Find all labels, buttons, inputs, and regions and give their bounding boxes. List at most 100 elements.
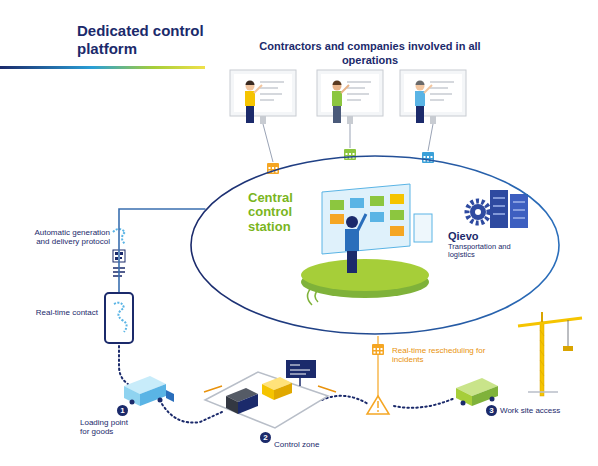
truck-part [490, 397, 495, 402]
contractor-monitor-part [230, 70, 296, 116]
callout-number: 2 [260, 432, 271, 443]
contractor-monitor-part [246, 82, 255, 91]
truck-part [456, 388, 472, 406]
contractor-monitor-part [321, 74, 379, 112]
reschedule-link-part [372, 344, 384, 355]
route-line-part [322, 396, 368, 404]
contractor-monitor-part [430, 82, 454, 100]
contractor-monitor [400, 70, 466, 124]
control-zone-part [262, 384, 274, 400]
stop-label: Work site access [500, 406, 560, 415]
contractor-monitor-part [415, 91, 425, 106]
contractor-monitor-part [317, 70, 383, 116]
control-desk-part [318, 255, 412, 262]
control-zone-part [226, 396, 238, 414]
control-desk-part [357, 214, 366, 232]
reschedule-link-part [377, 410, 379, 412]
crane [518, 312, 582, 396]
control-desk-part [390, 194, 404, 204]
route-line-part [119, 346, 128, 384]
truck-part [124, 386, 140, 406]
reschedule-link-part [377, 401, 379, 408]
connector-line [119, 209, 205, 292]
control-desk-part [308, 287, 319, 305]
control-desk-part [322, 184, 410, 254]
server-icon [467, 190, 528, 228]
truck-part [461, 401, 466, 406]
stop-label: Control zone [274, 440, 320, 449]
protocol-icon-part [120, 257, 122, 259]
reschedule-link [367, 336, 389, 414]
control-zone-part [205, 372, 328, 428]
monitor-link-part [263, 124, 273, 162]
node-heading: Qievo [448, 230, 534, 243]
server-icon-part [467, 201, 489, 223]
contractor-monitor-part [246, 106, 254, 123]
phone-screen [114, 303, 127, 332]
contractor-monitor-part [333, 106, 341, 123]
calendar-icon-part [422, 152, 434, 163]
section-heading: Contractors and companies involved in al… [250, 40, 490, 68]
system-group: QievoTransportation and logistics [448, 230, 534, 264]
crane-part [528, 391, 558, 393]
protocol-label: Automatic generation and delivery protoc… [26, 228, 110, 246]
server-icon-part [470, 204, 486, 220]
contractor-monitor [230, 70, 296, 124]
contractor-monitor-part [341, 85, 349, 93]
truck-part [158, 398, 163, 403]
stop-label: Loading point for goods [80, 418, 130, 436]
truck-part [130, 400, 135, 405]
contractor-monitor-part [254, 85, 262, 93]
phone-device: Real-time contact [104, 292, 134, 344]
ellipse-outline [191, 156, 559, 334]
contractor-monitor-part [260, 82, 284, 100]
contractor-monitor-part [234, 74, 292, 112]
page-title: Dedicated control platform [77, 22, 227, 58]
contractor-monitor-part [416, 106, 424, 123]
control-zone-part [299, 378, 301, 386]
callout-number: 3 [486, 405, 497, 416]
server-icon-part [493, 198, 525, 218]
phone-outline [104, 292, 134, 344]
route-line-part [162, 404, 222, 423]
crane-part [568, 320, 569, 346]
contractor-monitor-part [347, 82, 371, 100]
control-zone-part [204, 386, 336, 392]
contractor-monitor-part [333, 82, 342, 91]
contractor-monitor-part [246, 81, 255, 86]
contractor-monitor-part [400, 70, 466, 116]
node-heading: Central control station [248, 191, 330, 234]
truck [456, 378, 498, 406]
control-desk-part [330, 214, 344, 224]
control-desk-part [370, 212, 384, 222]
control-desk-part [301, 259, 429, 291]
control-desk-part [370, 196, 384, 206]
contractor-monitor-part [404, 74, 462, 112]
control-desk-part [345, 229, 359, 251]
contractor-monitor-part [260, 116, 266, 124]
truck-part [472, 386, 498, 406]
server-icon-part [510, 194, 528, 228]
monitor-link-part [428, 124, 433, 151]
contractor-monitor-part [430, 116, 436, 124]
monitor-link-part [350, 124, 351, 148]
control-zone [204, 360, 336, 428]
control-desk-part [347, 251, 357, 273]
calendar-icon [267, 149, 434, 174]
protocol-icon-part [115, 252, 118, 255]
crane-part [518, 318, 582, 326]
contractor-monitor-part [245, 91, 255, 106]
control-zone-part [290, 365, 310, 374]
contractor-monitor-part [416, 82, 425, 91]
callout-number: 1 [117, 405, 128, 416]
control-desk-part [346, 216, 358, 228]
contractor-monitor-part [347, 116, 353, 124]
protocol-icon-part [120, 252, 123, 255]
control-desk [301, 184, 432, 305]
control-desk-part [390, 210, 404, 220]
truck [124, 376, 174, 406]
crane-part [563, 346, 573, 351]
calendar-icon-part [344, 149, 356, 160]
contractor-monitor-part [416, 81, 425, 86]
